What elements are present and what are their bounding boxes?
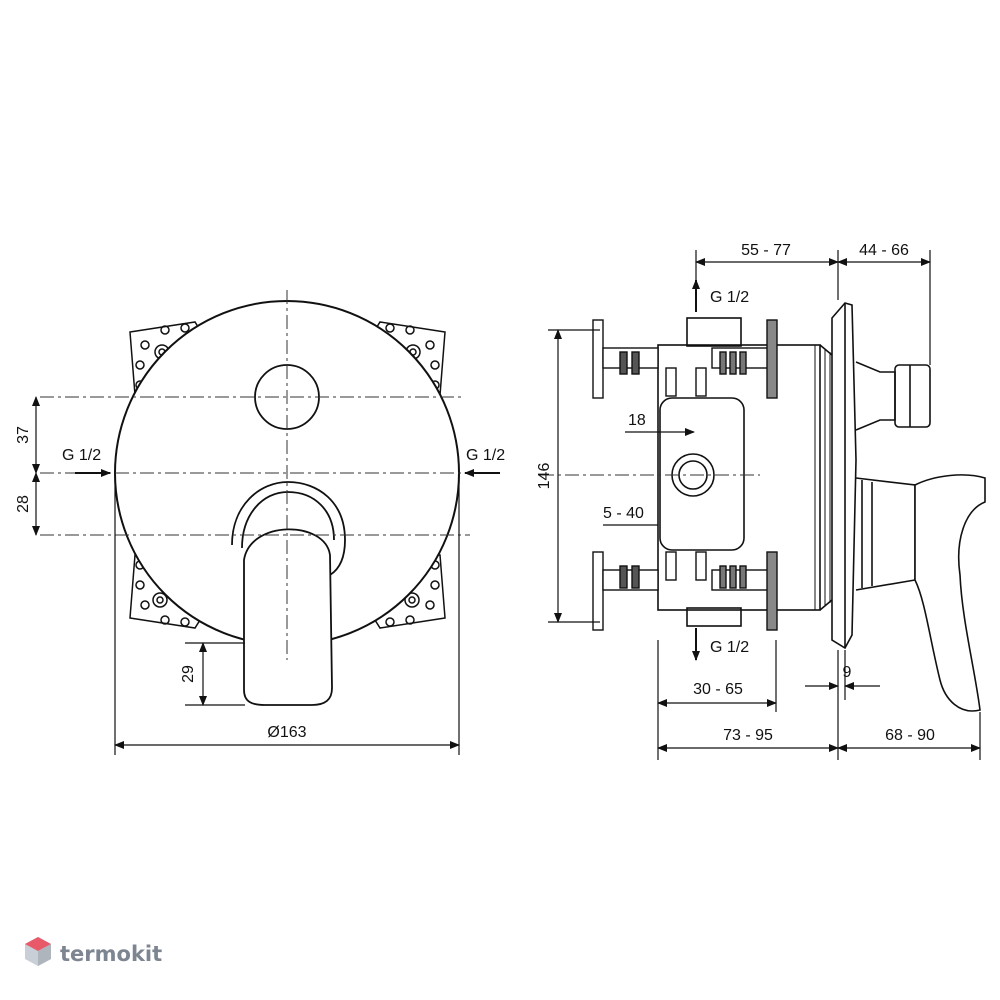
- dim-29-label: 29: [180, 665, 197, 683]
- side-dimension-lines: [548, 250, 981, 760]
- inlet-right-label: G 1/2: [466, 447, 505, 464]
- inlet-left-label: G 1/2: [62, 447, 101, 464]
- dim-28-label: 28: [15, 495, 32, 513]
- outlet-bottom-label: G 1/2: [710, 639, 749, 656]
- dim-146-label: 146: [536, 463, 553, 490]
- hexagon-cube-icon: [25, 937, 51, 966]
- dim-55-77-label: 55 - 77: [741, 242, 791, 259]
- dim-9-label: 9: [843, 664, 852, 681]
- lever-handle: [231, 481, 346, 706]
- pipe-flange-bottom: [592, 551, 778, 631]
- diverter-knob-side: [855, 361, 931, 431]
- dim-73-95-label: 73 - 95: [723, 727, 773, 744]
- dim-44-66-label: 44 - 66: [859, 242, 909, 259]
- front-dimension-lines: [32, 396, 460, 755]
- brand-name: termokit: [60, 942, 162, 966]
- lever-handle-side: [855, 474, 986, 712]
- cover-plate-profile: [831, 302, 857, 650]
- dim-18-label: 18: [628, 412, 646, 429]
- dim-diameter-label: Ø163: [267, 724, 306, 741]
- front-view: 37 28 29 Ø163 G 1/2 G 1/2: [15, 290, 505, 755]
- dim-30-65-label: 30 - 65: [693, 681, 743, 698]
- side-view: 55 - 77 44 - 66 G 1/2 G 1/2 18 5 - 40 14…: [536, 242, 986, 760]
- dim-37-label: 37: [15, 426, 32, 444]
- thread-ridges: [814, 345, 831, 610]
- brand-watermark: termokit: [25, 937, 162, 966]
- dim-5-40-label: 5 - 40: [603, 505, 644, 522]
- pipe-flange-top: [592, 319, 778, 399]
- dim-68-90-label: 68 - 90: [885, 727, 935, 744]
- outlet-top-label: G 1/2: [710, 289, 749, 306]
- front-centerlines: [40, 290, 470, 660]
